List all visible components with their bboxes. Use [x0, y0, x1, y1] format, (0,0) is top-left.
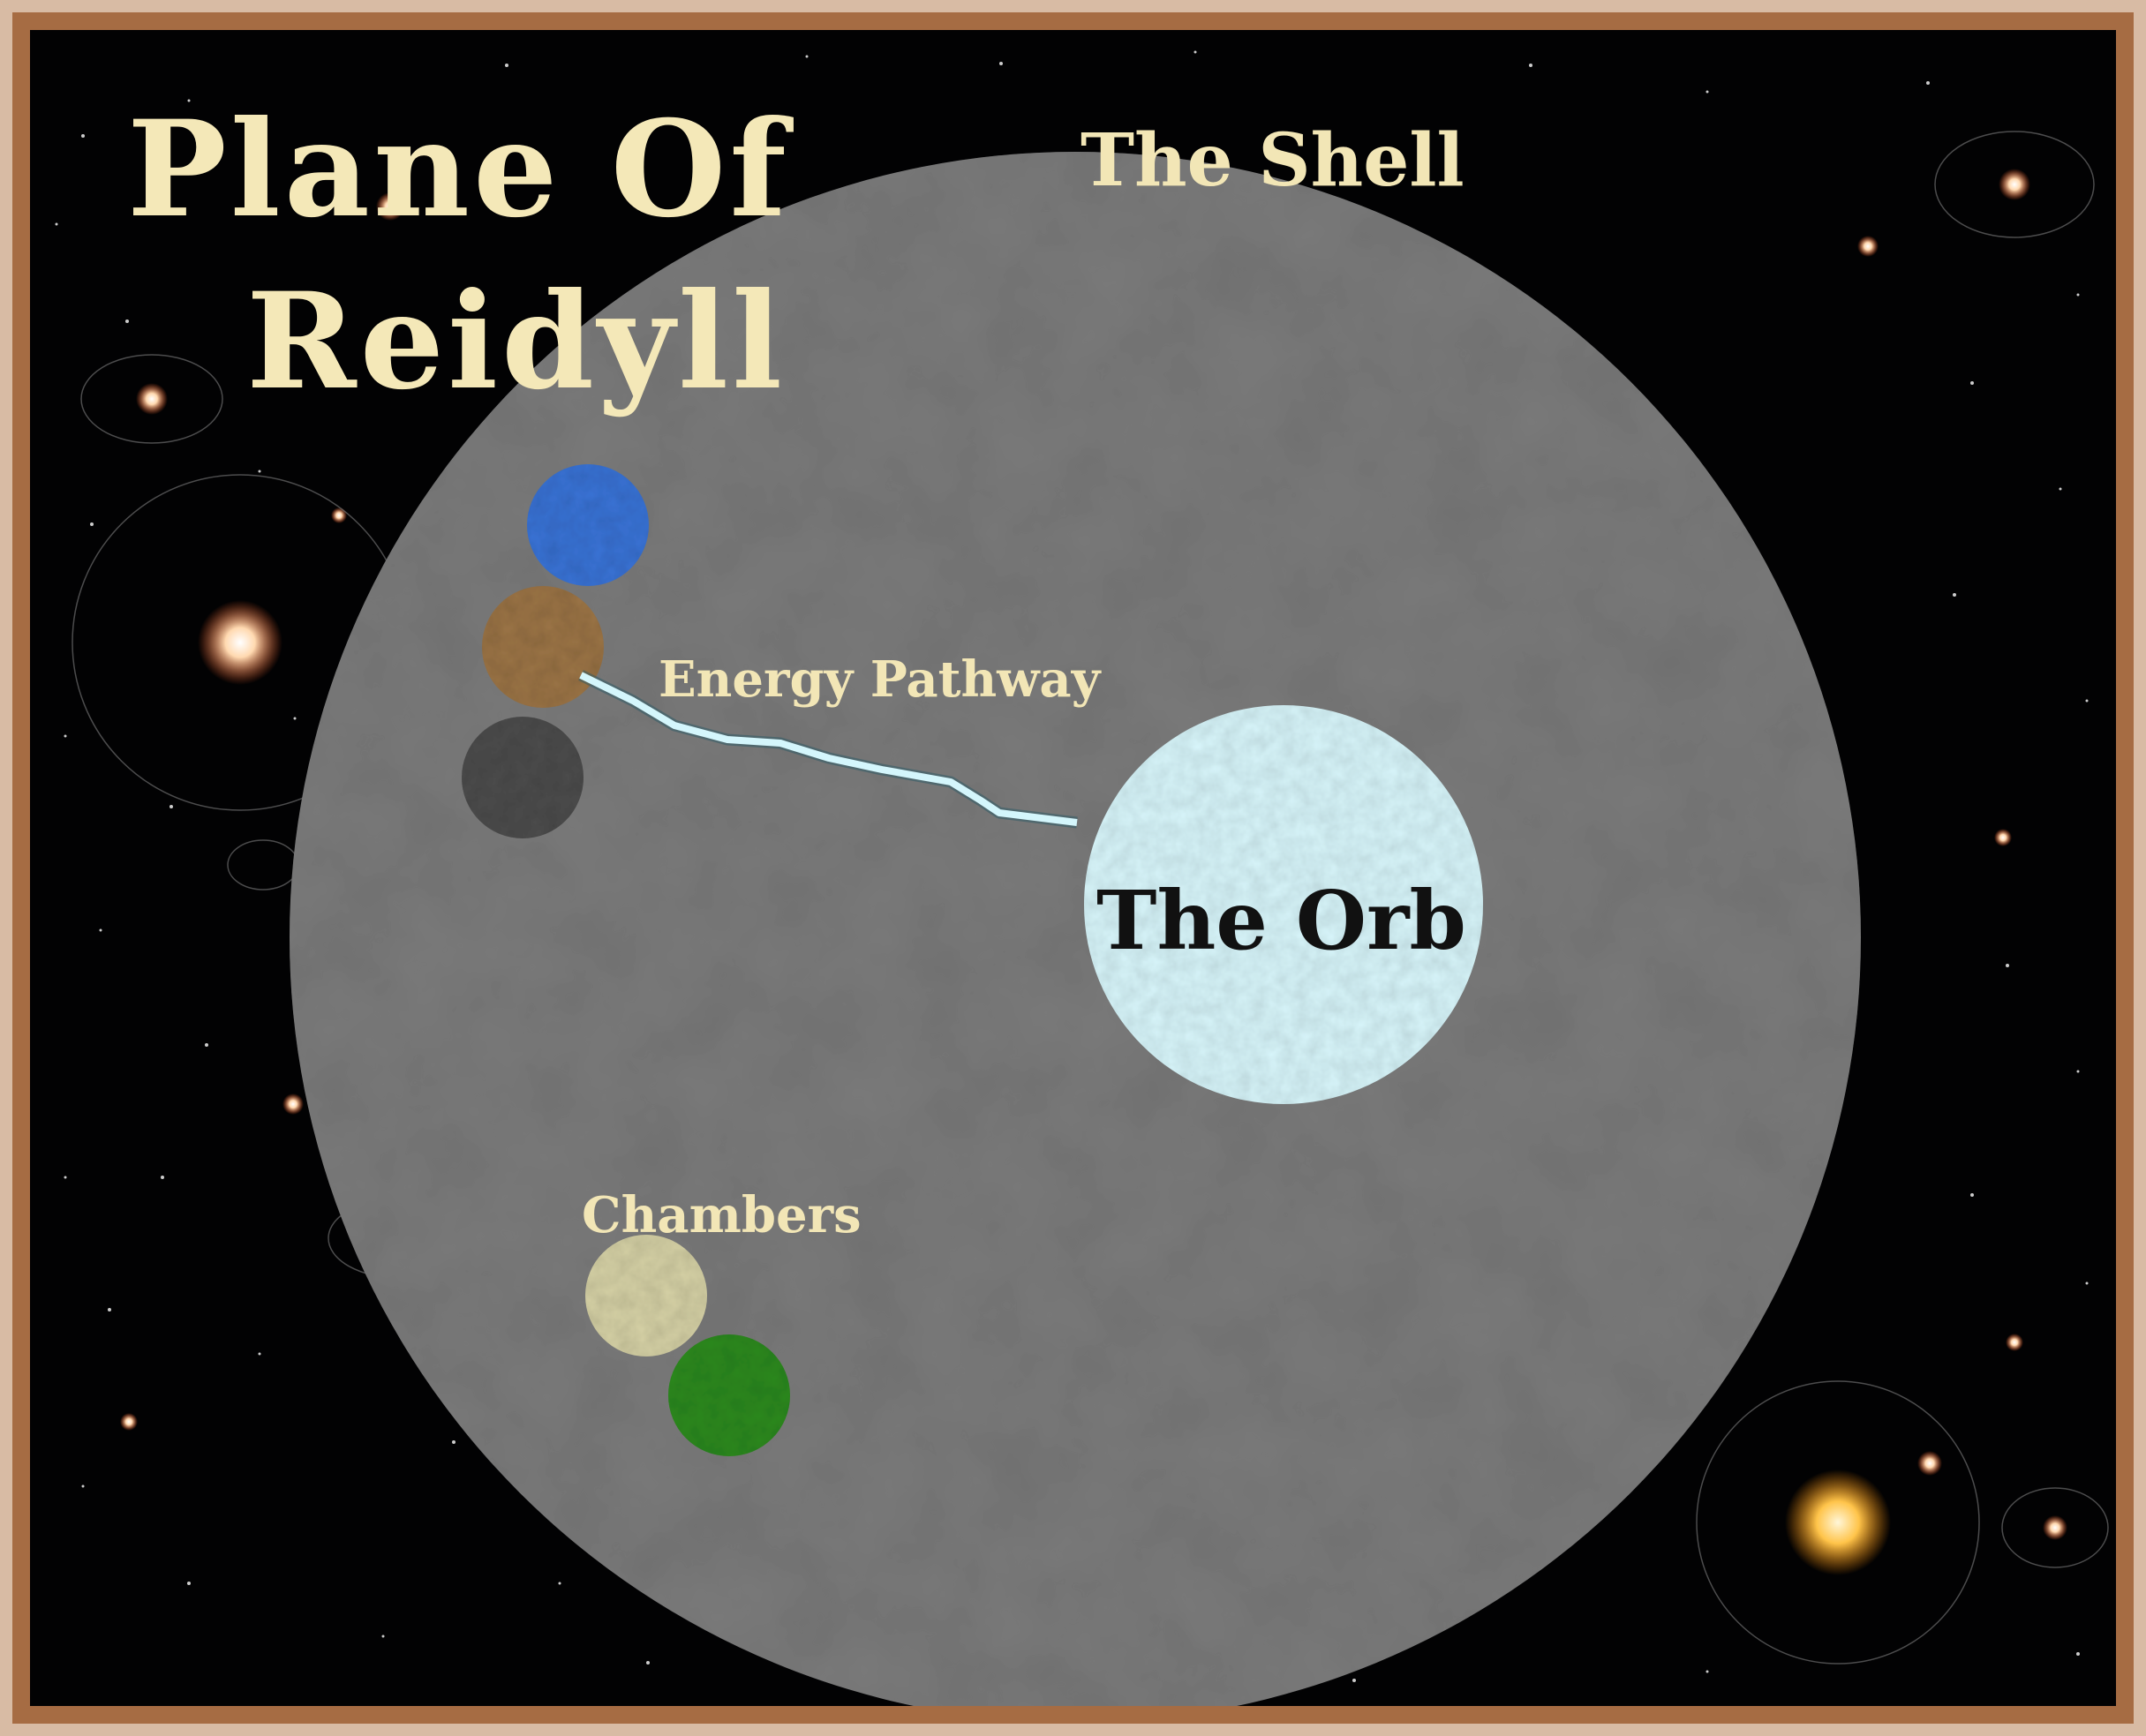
map-title-line1: Plane Of: [127, 92, 790, 247]
orbit-ring: [2001, 1487, 2109, 1568]
chamber-green: [668, 1334, 790, 1456]
star: [136, 383, 168, 415]
energy-pathway-line: [579, 672, 1078, 826]
chambers-label: Chambers: [582, 1186, 862, 1244]
orbit-ring: [1934, 131, 2095, 238]
sun-star: [1785, 1469, 1891, 1575]
map-frame-inner: [12, 12, 2134, 1724]
map-svg: [55, 50, 2109, 1706]
space-background: Plane Of Reidyll The Shell Energy Pathwa…: [30, 30, 2116, 1706]
star: [1917, 1451, 1942, 1476]
star: [1994, 829, 2012, 846]
star: [1857, 236, 1879, 257]
star: [376, 192, 404, 221]
star: [2043, 1515, 2067, 1540]
star: [120, 1413, 138, 1431]
shell-label: The Shell: [1081, 118, 1465, 203]
star: [282, 1093, 304, 1115]
orbit-ring: [227, 839, 299, 891]
star: [331, 507, 347, 523]
chamber-blue: [527, 464, 649, 586]
orb-label: The Orb: [1096, 873, 1466, 968]
map-title-line2: Reidyll: [246, 264, 787, 419]
chamber-cream: [585, 1235, 707, 1356]
star: [1999, 169, 2030, 200]
bright-star: [198, 600, 282, 685]
chamber-gray: [462, 717, 584, 838]
star: [2006, 1334, 2023, 1351]
chamber-brown: [482, 586, 604, 708]
orbit-ring: [80, 354, 223, 444]
energy-pathway-label: Energy Pathway: [659, 650, 1101, 709]
orb-sphere: [1084, 705, 1483, 1104]
orbit-ring: [1696, 1380, 1980, 1665]
